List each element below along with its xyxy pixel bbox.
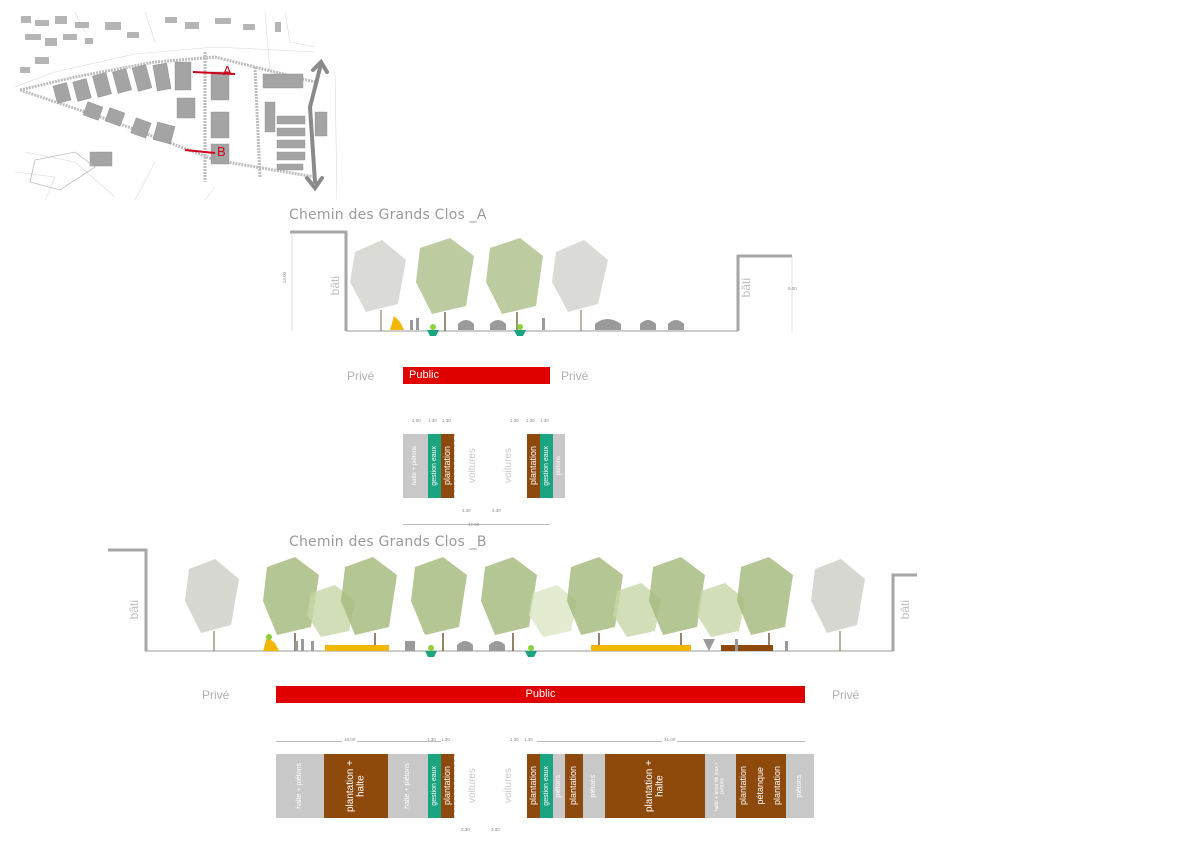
section-a-right-building-label: bâti xyxy=(739,278,753,298)
strip-b-17: plantation xyxy=(770,754,786,818)
strip-b-18: piétons xyxy=(786,754,814,818)
strip-a-label-4: voitures xyxy=(466,448,478,484)
section-b-title: Chemin des Grands Clos _B xyxy=(289,534,487,550)
strip-a-8: piétons xyxy=(553,434,565,498)
strip-a-6: plantation xyxy=(527,434,540,498)
section-a-left-building-label: bâti xyxy=(328,276,342,296)
strip-b-label-9: gestion eaux xyxy=(542,766,550,806)
strip-a-dim-6: 1.30 xyxy=(510,418,519,423)
strip-a-label-8: piétons xyxy=(555,456,562,476)
strip-a-label-7: gestion eaux xyxy=(542,446,550,486)
strip-b-label-2: plantation + halte xyxy=(344,760,367,812)
strip-a-7: gestion eaux xyxy=(540,434,553,498)
strip-b-dim-9: 1.30 xyxy=(524,737,533,742)
section-b-left-total-line xyxy=(276,741,441,742)
section-b-prive-left: Privé xyxy=(202,688,230,702)
strip-a-dim-2: 1.30 xyxy=(428,418,437,423)
strip-b-15: plantation xyxy=(736,754,752,818)
section-b-left-total: 18.00 xyxy=(342,737,358,742)
strip-b-dim-7: 3.30 xyxy=(491,827,500,832)
strip-a-dim-4: 3.30 xyxy=(462,508,471,513)
strip-b-label-7: voitures xyxy=(502,768,514,804)
strip-b-label-16: pétanque xyxy=(755,767,766,805)
strip-b-label-5: plantation xyxy=(441,766,452,806)
strip-b-label-14: halte + aires de jeux + piétons xyxy=(714,761,726,811)
strip-b-12: piétons xyxy=(583,754,605,818)
strip-b-14: halte + aires de jeux + piétons xyxy=(705,754,736,818)
strip-b-13: plantation + halte xyxy=(605,754,705,818)
strip-b-5: plantation xyxy=(441,754,454,818)
strip-a-dim-8: 1.30 xyxy=(540,418,549,423)
strip-a-dim-3: 1.30 xyxy=(442,418,451,423)
section-a-left-height: 13.00 xyxy=(282,272,287,284)
strip-b-dim-4: 1.30 xyxy=(427,737,436,742)
strip-b-label-12: piétons xyxy=(590,774,598,798)
strip-b-6: voitures xyxy=(454,754,491,818)
section-b-right-building-label: bâti xyxy=(898,600,912,620)
section-a-total: 17.50 xyxy=(468,522,480,527)
section-a-prive-right: Privé xyxy=(561,369,589,383)
section-a-drawing xyxy=(290,230,793,336)
strip-a-4: voitures xyxy=(454,434,491,498)
strip-b-dim-8: 1.30 xyxy=(510,737,519,742)
strip-b-11: plantation xyxy=(565,754,583,818)
strip-a-5: voitures xyxy=(491,434,527,498)
section-b-strips: halte + piétons plantation + halte halte +… xyxy=(276,754,814,818)
section-b-public-bar: Public xyxy=(276,686,805,703)
section-b-drawing xyxy=(108,548,917,657)
map-marker-a: A xyxy=(223,63,232,78)
strip-a-label-5: voitures xyxy=(502,448,514,484)
strip-b-label-18: piétons xyxy=(796,774,804,798)
strip-b-label-17: plantation xyxy=(772,766,783,806)
strip-b-dim-6: 3.30 xyxy=(461,827,470,832)
strip-a-label-3: plantation xyxy=(441,446,452,486)
strip-b-1: halte + piétons xyxy=(276,754,324,818)
section-a-public-bar: Public xyxy=(403,367,550,384)
strip-b-7: voitures xyxy=(491,754,527,818)
section-a-total-line xyxy=(403,524,550,525)
strip-b-16: pétanque xyxy=(752,754,770,818)
strip-a-3: plantation xyxy=(441,434,454,498)
strip-b-label-6: voitures xyxy=(466,768,478,804)
strip-b-10: piétons xyxy=(553,754,565,818)
strip-a-label-2: gestion eaux xyxy=(430,446,438,486)
site-plan: A B xyxy=(15,12,337,200)
section-a-title: Chemin des Grands Clos _A xyxy=(289,207,487,223)
strip-b-2: plantation + halte xyxy=(324,754,388,818)
strip-a-dim-7: 1.30 xyxy=(526,418,535,423)
strip-a-1: halte + piétons xyxy=(403,434,428,498)
section-b-left-building-label: bâti xyxy=(127,600,141,620)
strip-a-2: gestion eaux xyxy=(428,434,441,498)
strip-b-dim-5: 1.30 xyxy=(441,737,450,742)
strip-b-label-13: plantation + halte xyxy=(643,760,666,812)
section-b-right-total: 31.00 xyxy=(662,737,678,742)
section-a-prive-left: Privé xyxy=(347,369,375,383)
section-a-right-height: 9.00 xyxy=(788,286,797,291)
strip-b-9: gestion eaux xyxy=(540,754,553,818)
strip-b-label-15: plantation xyxy=(738,766,749,806)
strip-a-label-6: plantation xyxy=(527,446,538,486)
strip-b-label-3: halte + piétons xyxy=(404,763,412,809)
map-marker-b: B xyxy=(217,144,226,159)
strip-b-label-8: plantation xyxy=(527,766,538,806)
strip-b-label-1: halte + piétons xyxy=(296,763,304,809)
strip-a-dim-5: 3.30 xyxy=(492,508,501,513)
strip-b-3: halte + piétons xyxy=(388,754,428,818)
strip-b-label-4: gestion eaux xyxy=(430,766,438,806)
strip-b-8: plantation xyxy=(527,754,540,818)
section-b-prive-right: Privé xyxy=(832,688,860,702)
strip-b-4: gestion eaux xyxy=(428,754,441,818)
strip-a-dim-1: 2.00 xyxy=(412,418,421,423)
strip-b-label-10: piétons xyxy=(555,774,563,798)
strip-a-label-1: halte + piétons xyxy=(412,446,419,486)
strip-b-label-11: plantation xyxy=(568,766,579,806)
